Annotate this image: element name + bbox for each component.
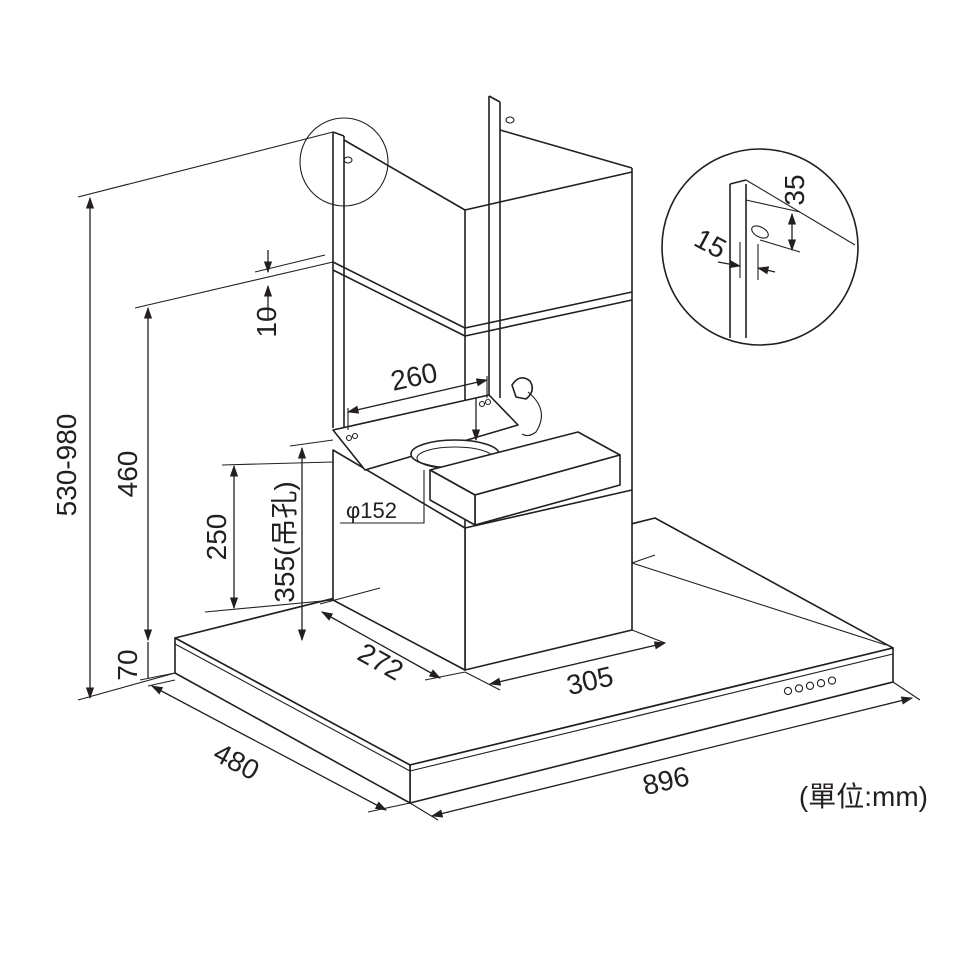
dim-canopy-width: 896 [640, 760, 692, 801]
dim-top-offset: 10 [251, 306, 282, 337]
detail-marker-circle [299, 117, 389, 207]
detail-dim-vertical: 35 [779, 174, 810, 205]
chimney-joint [332, 261, 633, 329]
power-plug [511, 377, 534, 400]
dim-canopy-depth: 480 [209, 737, 265, 786]
control-panel [783, 676, 837, 696]
dim-duct-diameter: φ152 [346, 498, 397, 523]
chimney [332, 95, 633, 671]
dim-canopy-height: 70 [112, 649, 143, 680]
motor-box-side [429, 469, 476, 526]
detail-hole [751, 225, 769, 239]
dim-height-range: 530-980 [51, 414, 82, 517]
hanging-hole [343, 156, 353, 164]
control-button [783, 686, 793, 696]
power-cord [521, 391, 542, 437]
dim-bracket-width: 260 [388, 357, 440, 397]
dim-chimney-top: 460 [112, 451, 143, 498]
dimension-lines [77, 131, 921, 821]
dim-bracket-gap: 250 [201, 514, 232, 561]
control-button [816, 679, 826, 688]
chimney-upper-top [343, 139, 633, 211]
detail-view [661, 148, 859, 346]
control-button [794, 684, 804, 693]
control-button [827, 676, 837, 685]
dim-hanging-hole: 355(吊孔) [269, 481, 300, 602]
hanging-hole [505, 116, 515, 124]
unit-label: (單位:mm) [799, 781, 928, 812]
control-button [805, 681, 815, 690]
detail-dim-horizontal: 15 [689, 223, 731, 265]
